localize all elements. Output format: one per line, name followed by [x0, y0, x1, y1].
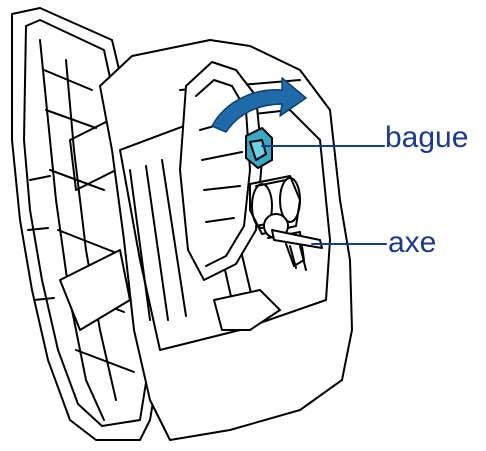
bague-ring [246, 128, 272, 168]
axe-label: axe [388, 228, 436, 258]
bague-label: bague [385, 123, 468, 153]
